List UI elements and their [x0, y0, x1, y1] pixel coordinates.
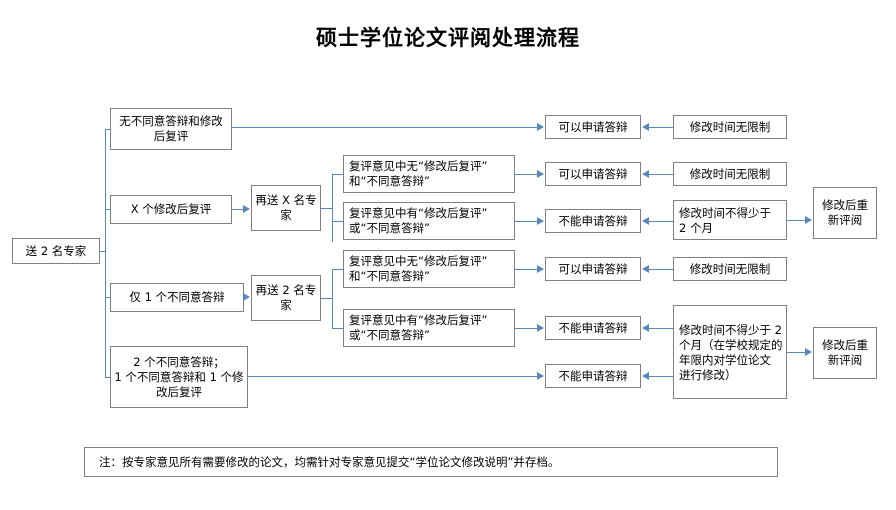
arrowhead-duration5-rereview2: [805, 348, 812, 356]
connector-resend2-to-opinion4: [332, 328, 343, 329]
node-opinion-x-none[interactable]: 复评意见中无“修改后复评” 和“不同意答辩”: [343, 155, 515, 193]
node-duration-3[interactable]: 修改时间不得少于 2 个月: [673, 200, 787, 240]
connector-duration3-to-rereview1: [787, 220, 806, 221]
arrowhead-duration5-result5: [642, 324, 649, 332]
node-rereview-2[interactable]: 修改后重 新评阅: [813, 327, 877, 379]
connector-start-stub: [100, 251, 106, 252]
connector-duration5-to-rereview2: [787, 352, 806, 353]
connector-trunk-to-branch-3: [105, 297, 111, 298]
connector-resendx-stub: [321, 208, 332, 209]
node-branch-one-disagree[interactable]: 仅 1 个不同意答辩: [110, 283, 244, 312]
node-branch-two-disagree[interactable]: 2 个不同意答辩； 1 个不同意答辩和 1 个修 改后复评: [110, 346, 248, 408]
connector-duration5-to-result5: [649, 328, 673, 329]
node-branch-no-disagree[interactable]: 无不同意答辩和修改 后复评: [110, 108, 232, 150]
arrowhead-opinion4-result5: [537, 324, 544, 332]
arrowhead-duration1-result1: [642, 123, 649, 131]
connector-opinion3-to-result4: [515, 269, 538, 270]
connector-trunk-to-branch-4: [105, 377, 111, 378]
node-send-two-experts[interactable]: 送 2 名专家: [12, 238, 100, 264]
connector-trunk-to-branch-2: [105, 209, 111, 210]
connector-branch1-to-result1: [232, 127, 538, 128]
connector-resendx-split: [332, 174, 333, 242]
arrowhead-opinion1-result2: [537, 170, 544, 178]
arrowhead-duration2-result2: [642, 170, 649, 178]
connector-branch2-to-resendx: [232, 209, 244, 210]
node-result-4[interactable]: 可以申请答辩: [545, 257, 641, 281]
connector-trunk-vertical: [105, 129, 106, 377]
connector-duration2-to-result2: [649, 174, 673, 175]
node-opinion-x-has[interactable]: 复评意见中有“修改后复评” 或“不同意答辩”: [343, 202, 515, 240]
connector-resend2-to-opinion3: [332, 269, 343, 270]
node-duration-5[interactable]: 修改时间不得少于 2 个月（在学校规定的 年限内对学位论文 进行修改）: [673, 305, 787, 399]
connector-branch4-to-result6: [248, 376, 538, 377]
arrowhead-branch1-result1: [537, 123, 544, 131]
arrowhead-duration4-result4: [642, 265, 649, 273]
arrowhead-duration5-result6: [642, 372, 649, 380]
node-result-2[interactable]: 可以申请答辩: [545, 162, 641, 186]
connector-duration3-to-result3: [649, 221, 673, 222]
node-opinion-two-none[interactable]: 复评意见中无“修改后复评” 和“不同意答辩”: [343, 250, 515, 288]
connector-trunk-to-branch-1: [105, 129, 111, 130]
connector-resendx-to-opinion1: [332, 174, 343, 175]
node-result-1[interactable]: 可以申请答辩: [545, 115, 641, 139]
arrowhead-opinion3-result4: [537, 265, 544, 273]
connector-duration4-to-result4: [649, 269, 673, 270]
connector-resendx-to-opinion2: [332, 221, 343, 222]
node-duration-4[interactable]: 修改时间无限制: [673, 257, 787, 281]
arrowhead-opinion2-result3: [537, 217, 544, 225]
connector-opinion2-to-result3: [515, 221, 538, 222]
node-rereview-1[interactable]: 修改后重 新评阅: [813, 187, 877, 239]
footer-note: 注：按专家意见所有需要修改的论文，均需针对专家意见提交“学位论文修改说明”并存档…: [84, 447, 778, 477]
node-duration-2[interactable]: 修改时间无限制: [673, 162, 787, 186]
arrowhead-branch3-resend2: [243, 293, 250, 301]
node-opinion-two-has[interactable]: 复评意见中有“修改后复评” 或“不同意答辩”: [343, 309, 515, 347]
connector-resend2-stub: [321, 298, 332, 299]
node-result-6[interactable]: 不能申请答辩: [545, 364, 641, 388]
arrowhead-duration3-result3: [642, 217, 649, 225]
arrowhead-branch2-resendx: [243, 205, 250, 213]
page-title: 硕士学位论文评阅处理流程: [316, 25, 580, 50]
connector-duration5-to-result6: [649, 376, 673, 377]
connector-resend2-split: [332, 269, 333, 328]
connector-opinion1-to-result2: [515, 174, 538, 175]
node-result-5[interactable]: 不能申请答辩: [545, 316, 641, 340]
connector-duration1-to-result1: [649, 127, 673, 128]
node-duration-1[interactable]: 修改时间无限制: [673, 115, 787, 139]
arrowhead-duration3-rereview1: [805, 216, 812, 224]
node-branch-x-revise[interactable]: X 个修改后复评: [110, 195, 232, 224]
node-resend-x-experts[interactable]: 再送 X 名专 家: [251, 185, 321, 231]
node-resend-two-experts[interactable]: 再送 2 名专 家: [251, 275, 321, 321]
node-result-3[interactable]: 不能申请答辩: [545, 209, 641, 233]
arrowhead-branch4-result6: [537, 372, 544, 380]
connector-opinion4-to-result5: [515, 328, 538, 329]
